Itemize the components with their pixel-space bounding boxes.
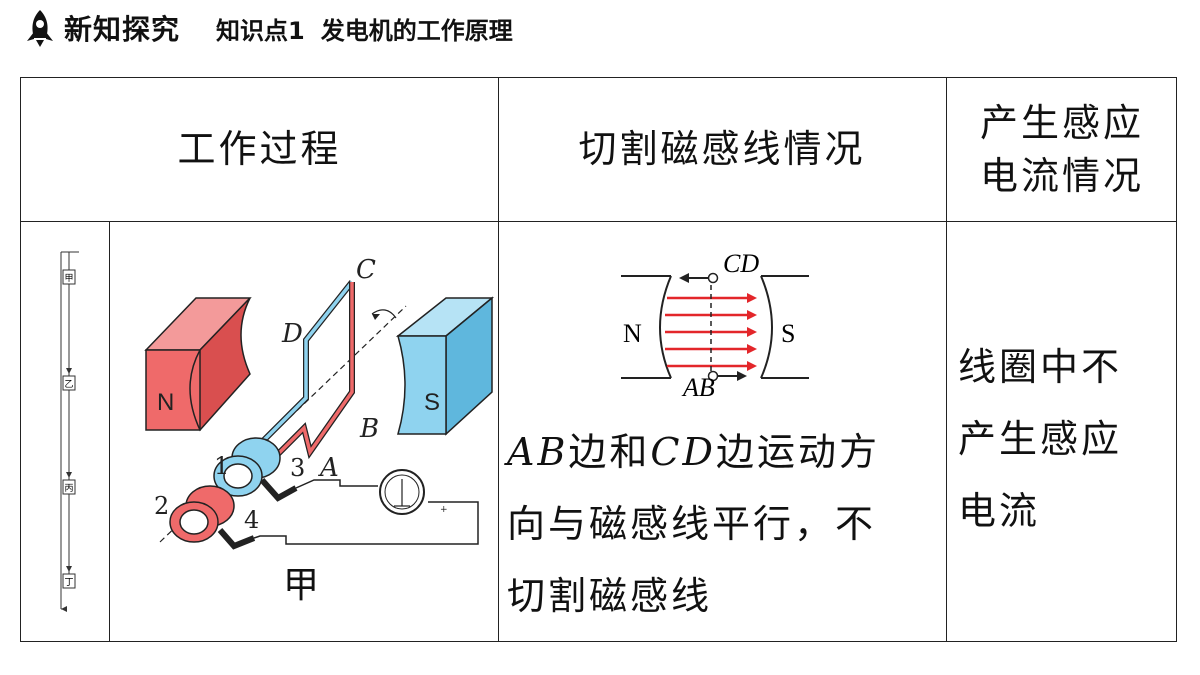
header-cutting: 切割磁感线情况 bbox=[578, 127, 866, 172]
cutting-desc-line3: 切割磁感线 bbox=[507, 574, 713, 618]
cutting-description: AB边和CD边运动方 向与磁感线平行，不 切割磁感线 bbox=[507, 416, 937, 632]
corner-a-label: A bbox=[318, 453, 339, 483]
process-table: 工作过程 切割磁感线情况 产生感应 电流情况 甲 乙 丙 丁 N bbox=[20, 77, 1177, 642]
ring-2-label: 2 bbox=[154, 492, 169, 520]
field-s-label: S bbox=[781, 319, 795, 348]
slide-header: 新知探究 知识点1 发电机的工作原理 bbox=[22, 8, 513, 48]
field-cd-label: CD bbox=[723, 249, 759, 278]
field-ab-label: AB bbox=[681, 373, 715, 398]
topic-title: 发电机的工作原理 bbox=[320, 16, 513, 45]
figure-caption: 甲 bbox=[283, 565, 320, 606]
header-current-line1: 产生感应 bbox=[979, 100, 1144, 145]
corner-c-label: C bbox=[356, 255, 376, 285]
header-current-line2: 电流情况 bbox=[979, 154, 1144, 198]
field-diagram: N S CD AB bbox=[621, 249, 809, 398]
flow-strip: 甲 乙 丙 丁 bbox=[60, 251, 79, 612]
rocket-icon bbox=[27, 10, 53, 47]
brush-4-label: 4 bbox=[244, 506, 259, 534]
corner-d-label: D bbox=[281, 319, 303, 349]
field-n-label: N bbox=[623, 319, 642, 348]
flow-step: 甲 bbox=[64, 273, 73, 284]
galvanometer-icon: + bbox=[379, 469, 448, 515]
var-ab: AB bbox=[507, 430, 569, 474]
magnet-s-label: S bbox=[424, 389, 440, 416]
brush-3-label: 3 bbox=[290, 454, 305, 482]
cutting-desc-line2: 向与磁感线平行，不 bbox=[507, 502, 877, 546]
flow-step: 丙 bbox=[64, 483, 73, 494]
magnet-n: N bbox=[144, 297, 252, 432]
magnet-s: S bbox=[395, 296, 495, 436]
corner-b-label: B bbox=[359, 414, 379, 444]
meter-plus-sign: + bbox=[440, 505, 448, 515]
field-lines bbox=[665, 293, 757, 371]
table-divider bbox=[498, 78, 499, 641]
flow-step: 丁 bbox=[64, 578, 73, 588]
magnet-n-label: N bbox=[157, 389, 174, 416]
topic-label: 知识点1 bbox=[216, 16, 305, 45]
table-divider bbox=[21, 221, 1176, 222]
current-description: 线圈中不 产生感应 电流 bbox=[958, 345, 1123, 533]
flow-step: 乙 bbox=[64, 379, 73, 390]
cutting-desc-line1: AB边和CD边运动方 bbox=[507, 430, 880, 474]
table-divider bbox=[946, 78, 947, 641]
generator-figure: N S bbox=[144, 255, 495, 550]
section-label: 新知探究 bbox=[64, 13, 181, 46]
var-cd: CD bbox=[650, 430, 716, 474]
ring-1-label: 1 bbox=[214, 452, 229, 480]
header-process: 工作过程 bbox=[177, 127, 342, 172]
table-divider bbox=[109, 222, 110, 641]
header-current: 产生感应 电流情况 bbox=[946, 78, 1178, 222]
